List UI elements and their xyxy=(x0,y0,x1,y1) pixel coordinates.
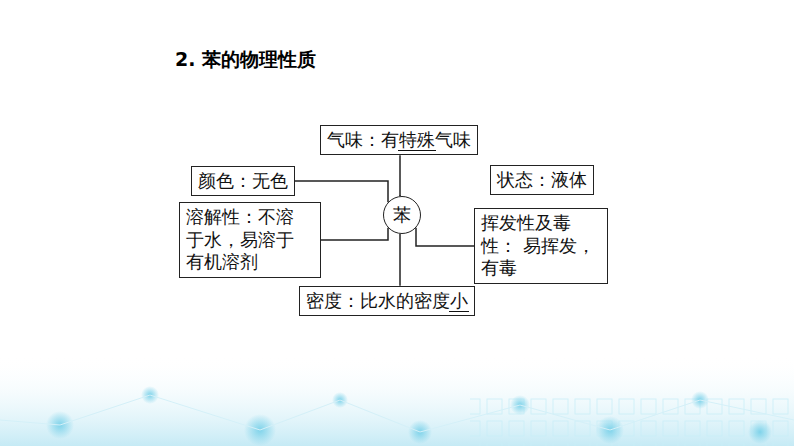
node-text: 挥发性及毒性： 易挥发，有毒 xyxy=(481,212,601,280)
node-text: 状态：液体 xyxy=(497,169,587,192)
center-circle: 苯 xyxy=(383,196,421,234)
node-text: 苯 xyxy=(393,204,411,227)
property-box: 挥发性及毒性： 易挥发，有毒 xyxy=(474,208,608,284)
node-text: 颜色：无色 xyxy=(198,170,288,193)
property-box: 溶解性：不溶 于水，易溶于 有机溶剂 xyxy=(179,202,321,278)
connector-line xyxy=(416,228,474,246)
property-box: 颜色：无色 xyxy=(191,166,295,197)
property-box: 状态：液体 xyxy=(490,165,594,196)
answer-underline xyxy=(398,150,436,151)
node-text: 密度：比水的密度小 xyxy=(306,290,468,313)
connector-line xyxy=(295,181,388,202)
answer-underline xyxy=(449,311,469,312)
slide-title: 2. 苯的物理性质 xyxy=(175,47,316,73)
node-text: 气味：有特殊气味 xyxy=(327,129,471,152)
connector-line xyxy=(399,234,401,286)
connector-line xyxy=(399,155,401,196)
connector-line xyxy=(321,228,388,240)
node-text: 溶解性：不溶 于水，易溶于 有机溶剂 xyxy=(186,206,314,274)
